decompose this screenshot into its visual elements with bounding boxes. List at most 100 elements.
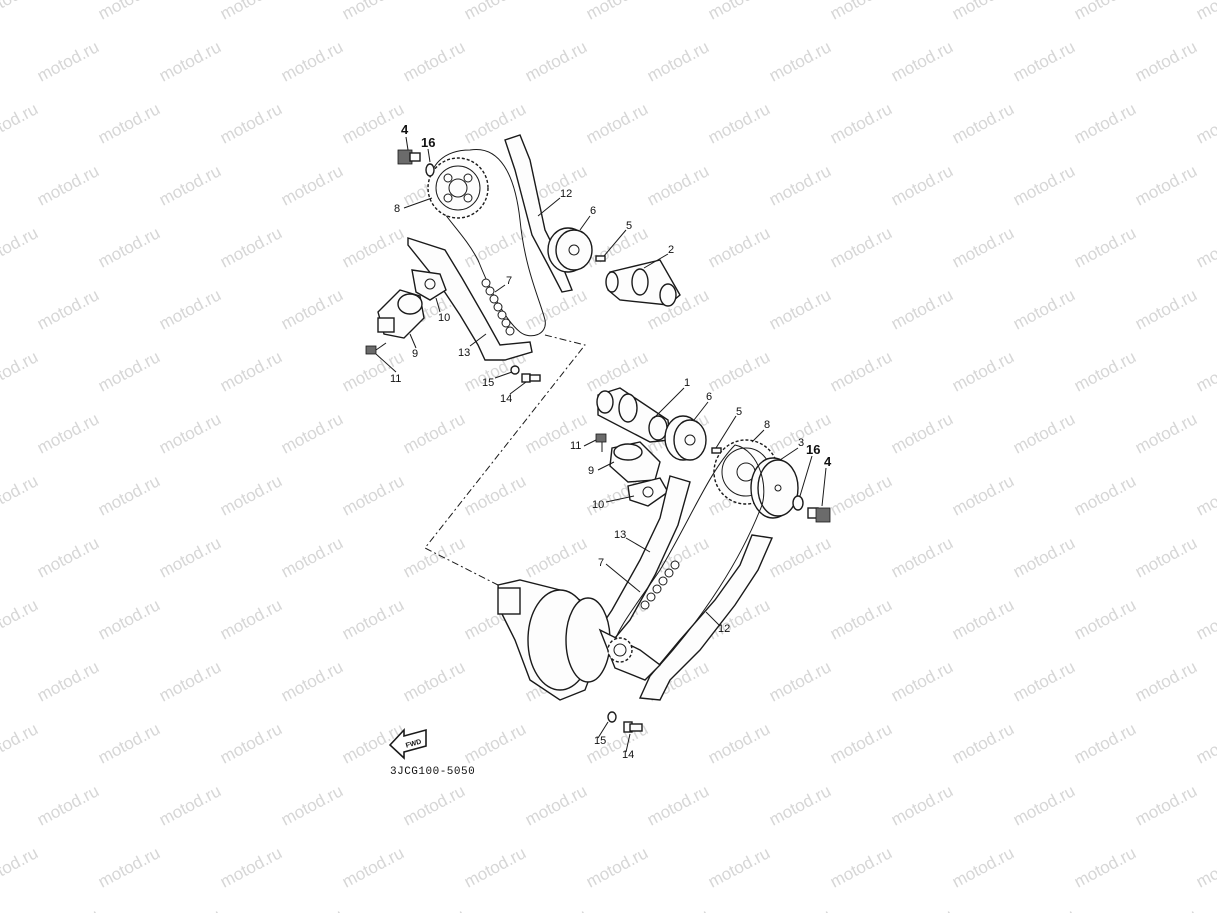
lower-chain-guide-12 bbox=[638, 534, 774, 701]
watermark-text: motod.ru bbox=[1132, 37, 1200, 85]
watermark-text: motod.ru bbox=[827, 347, 895, 395]
callout-13: 13 bbox=[614, 529, 626, 541]
watermark-text: motod.ru bbox=[644, 161, 712, 209]
callout-11: 11 bbox=[570, 440, 581, 452]
callouts-upper: 4 16 8 12 6 5 2 7 10 9 13 11 15 14 bbox=[390, 122, 674, 405]
watermark-text: motod.ru bbox=[278, 781, 346, 829]
watermark-text: motod.ru bbox=[95, 471, 163, 519]
watermark-text: motod.ru bbox=[95, 347, 163, 395]
watermark-text: motod.ru bbox=[1071, 0, 1139, 24]
watermark-text: motod.ru bbox=[217, 719, 285, 767]
watermark-text: motod.ru bbox=[827, 471, 895, 519]
watermark-text: motod.ru bbox=[34, 161, 102, 209]
watermark-text: motod.ru bbox=[1071, 843, 1139, 891]
watermark-text: motod.ru bbox=[1132, 409, 1200, 457]
lower-chain-links-7 bbox=[640, 560, 680, 610]
watermark-text: motod.ru bbox=[0, 595, 41, 643]
watermark-text: motod.ru bbox=[34, 285, 102, 333]
watermark-text: motod.ru bbox=[1193, 719, 1217, 767]
watermark-text: motod.ru bbox=[766, 657, 834, 705]
callout-4: 4 bbox=[824, 454, 832, 469]
watermark-text: motod.ru bbox=[827, 595, 895, 643]
callout-5: 5 bbox=[736, 406, 742, 418]
watermark-text: motod.ru bbox=[766, 285, 834, 333]
watermark-text: motod.ru bbox=[461, 719, 529, 767]
watermark-text: motod.ru bbox=[0, 471, 41, 519]
watermark-text: motod.ru bbox=[522, 781, 590, 829]
watermark-text: motod.ru bbox=[766, 37, 834, 85]
watermark-text: motod.ru bbox=[827, 719, 895, 767]
callout-16: 16 bbox=[806, 442, 820, 457]
watermark-text: motod.ru bbox=[278, 161, 346, 209]
upper-gasket-10 bbox=[411, 269, 447, 301]
watermark-text: motod.ru bbox=[827, 0, 895, 24]
watermark-text: motod.ru bbox=[1010, 533, 1078, 581]
watermark-text: motod.ru bbox=[339, 347, 407, 395]
watermark-text: motod.ru bbox=[1132, 657, 1200, 705]
watermark-text: motod.ru bbox=[34, 409, 102, 457]
watermark-text: motod.ru bbox=[583, 0, 651, 24]
watermark-text: motod.ru bbox=[522, 533, 590, 581]
watermark-text: motod.ru bbox=[1132, 161, 1200, 209]
watermark-text: motod.ru bbox=[1010, 781, 1078, 829]
watermark-text: motod.ru bbox=[522, 37, 590, 85]
watermark-text: motod.ru bbox=[1193, 471, 1217, 519]
assembly-link-line bbox=[424, 334, 586, 586]
watermark-text: motod.ru bbox=[705, 99, 773, 147]
watermark-text: motod.ru bbox=[34, 657, 102, 705]
callout-8: 8 bbox=[764, 419, 770, 431]
fwd-arrow-icon: FWD bbox=[388, 727, 427, 760]
watermark-text: motod.ru bbox=[888, 905, 956, 913]
watermark-text: motod.ru bbox=[0, 0, 41, 24]
watermark-text: motod.ru bbox=[949, 595, 1017, 643]
watermark-text: motod.ru bbox=[583, 99, 651, 147]
watermark-text: motod.ru bbox=[0, 843, 41, 891]
callout-7: 7 bbox=[506, 275, 512, 287]
watermark-text: motod.ru bbox=[339, 0, 407, 24]
watermark-text: motod.ru bbox=[400, 657, 468, 705]
callout-9: 9 bbox=[412, 348, 418, 360]
callout-15: 15 bbox=[482, 377, 494, 389]
watermark-text: motod.ru bbox=[400, 37, 468, 85]
callout-7: 7 bbox=[598, 557, 604, 569]
watermark-text: motod.ru bbox=[766, 781, 834, 829]
watermark-text: motod.ru bbox=[95, 223, 163, 271]
lower-hub-6 bbox=[664, 415, 707, 461]
callout-2: 2 bbox=[668, 244, 674, 256]
watermark-text: motod.ru bbox=[949, 719, 1017, 767]
lower-dowel-5 bbox=[711, 447, 722, 454]
watermark-text: motod.ru bbox=[888, 781, 956, 829]
upper-cam-sprocket-8 bbox=[427, 157, 489, 219]
watermark-text: motod.ru bbox=[1010, 37, 1078, 85]
watermark-text: motod.ru bbox=[1132, 781, 1200, 829]
callout-16: 16 bbox=[421, 135, 435, 150]
upper-washer-16 bbox=[425, 163, 435, 177]
callout-13: 13 bbox=[458, 347, 470, 359]
watermark-text: motod.ru bbox=[461, 471, 529, 519]
callout-5: 5 bbox=[626, 220, 632, 232]
watermark-text: motod.ru bbox=[400, 905, 468, 913]
callout-10: 10 bbox=[438, 312, 450, 324]
watermark-text: motod.ru bbox=[766, 905, 834, 913]
watermark-text: motod.ru bbox=[1193, 843, 1217, 891]
callout-9: 9 bbox=[588, 465, 594, 477]
upper-chain-links-7 bbox=[481, 278, 515, 336]
watermark-text: motod.ru bbox=[156, 657, 224, 705]
watermark-text: motod.ru bbox=[156, 161, 224, 209]
watermark-text: motod.ru bbox=[339, 223, 407, 271]
lower-gasket-10 bbox=[627, 477, 669, 507]
watermark-text: motod.ru bbox=[278, 657, 346, 705]
watermark-text: motod.ru bbox=[644, 781, 712, 829]
upper-bolt-14 bbox=[521, 373, 541, 383]
watermark-text: motod.ru bbox=[827, 223, 895, 271]
watermark-text: motod.ru bbox=[34, 533, 102, 581]
watermark-text: motod.ru bbox=[156, 285, 224, 333]
watermark-text: motod.ru bbox=[705, 843, 773, 891]
watermark-text: motod.ru bbox=[1071, 595, 1139, 643]
watermark-text: motod.ru bbox=[1071, 471, 1139, 519]
watermark-text: motod.ru bbox=[339, 99, 407, 147]
watermark-text: motod.ru bbox=[461, 0, 529, 24]
fwd-label: FWD bbox=[405, 739, 422, 750]
watermark-text: motod.ru bbox=[949, 99, 1017, 147]
